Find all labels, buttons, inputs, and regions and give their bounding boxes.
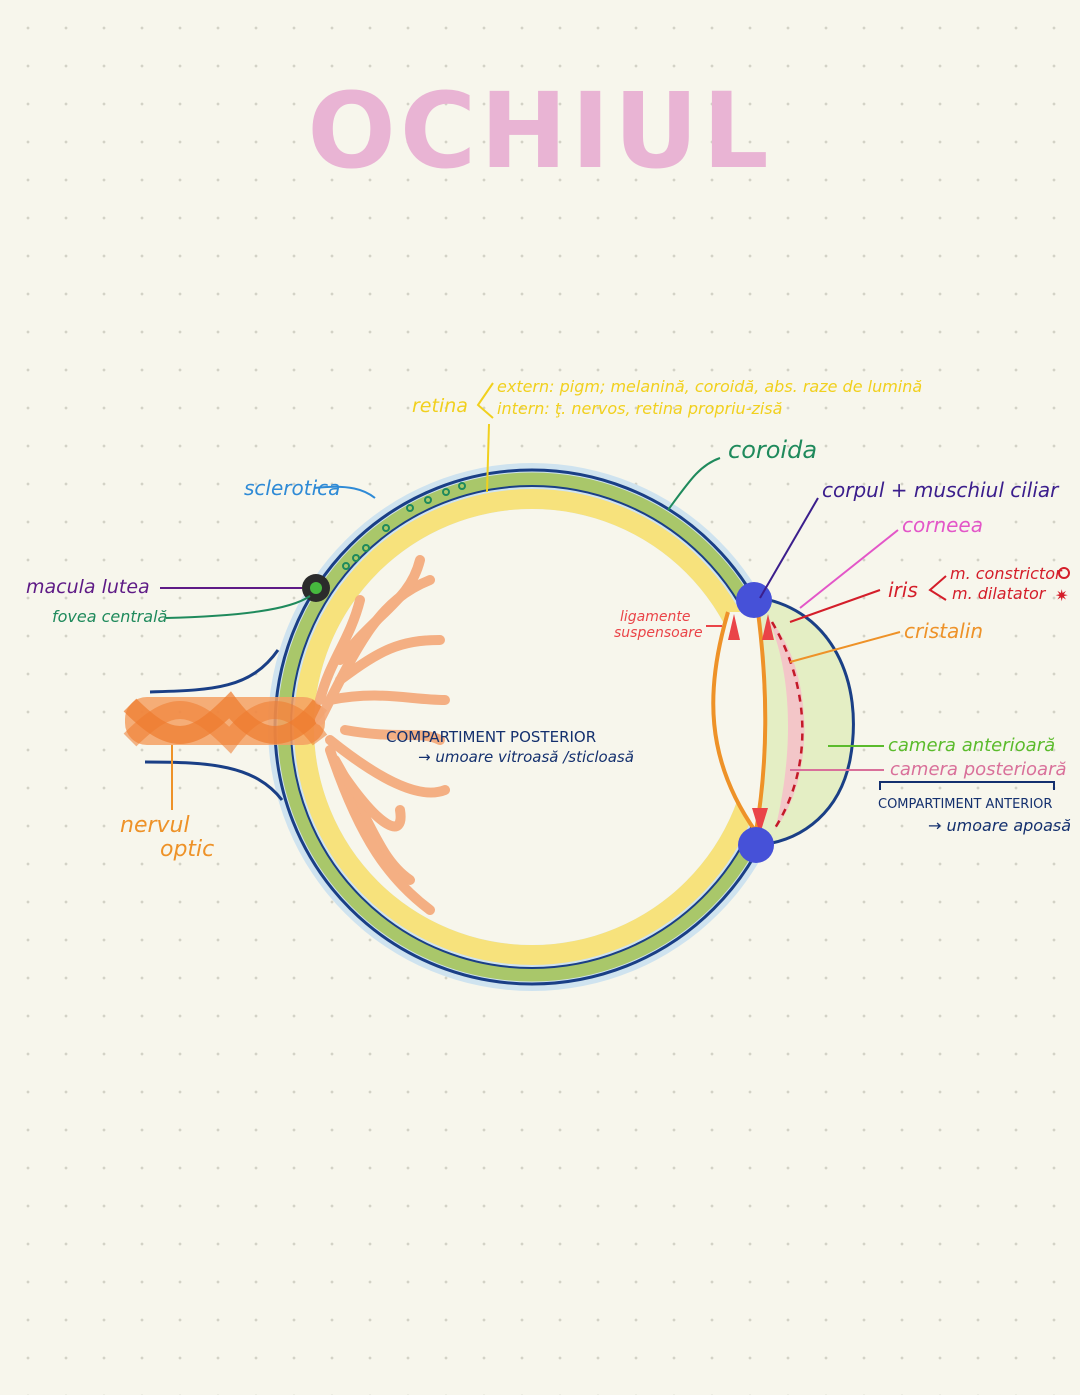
leader-ciliar: [759, 497, 819, 599]
leader-fovea: [165, 595, 311, 619]
label-sclerotica: sclerotica: [244, 476, 340, 500]
label-camera-posterioara: camera posterioară: [890, 759, 1067, 780]
label-corneea: corneea: [902, 513, 983, 537]
leader-iris-brace: [928, 575, 947, 601]
label-macula-lutea: macula lutea: [26, 576, 150, 598]
leader-cristalin: [789, 631, 901, 663]
label-coroida: coroida: [728, 436, 817, 464]
leader-retina: [486, 423, 490, 493]
dilatator-icon: ✷: [1055, 586, 1068, 605]
label-iris: iris: [888, 578, 918, 602]
label-retina: retina: [412, 395, 468, 417]
leader-retina-brace: [476, 382, 494, 419]
leader-coroida: [667, 457, 721, 511]
page-title: OCHIUL: [307, 70, 773, 192]
suspensory-ligament-bottom: [752, 808, 768, 834]
label-nervul-2: optic: [160, 837, 214, 862]
label-ligamente-1: ligamente: [620, 609, 690, 625]
pigment-marks: [342, 482, 466, 570]
label-corpul-ciliar: corpul + muschiul ciliar: [822, 478, 1060, 502]
label-fovea-centrala: fovea centrală: [52, 607, 167, 626]
label-nervul-1: nervul: [120, 813, 190, 838]
label-retina-intern: intern: ţ. nervos, retina propriu-zisă: [497, 399, 782, 418]
suspensory-ligament-top: [728, 614, 740, 640]
leader-lines: [160, 382, 1055, 810]
optic-nerve-sheath-bottom: [144, 760, 284, 801]
optic-nerve-sheath-top: [149, 649, 280, 694]
label-comp-anterior-desc: → umoare apoasă: [928, 816, 1071, 835]
label-ligamente-2: suspensoare: [614, 625, 703, 641]
retina-vessels: [315, 555, 450, 915]
iris-dashed: [770, 621, 804, 829]
vitreous-body: [314, 509, 750, 945]
optic-nerve: [123, 649, 328, 801]
label-cristalin: cristalin: [904, 619, 983, 643]
posterior-chamber: [768, 618, 805, 830]
ciliary-body-bottom: [738, 827, 774, 863]
label-comp-anterior-title: COMPARTIMENT ANTERIOR: [878, 797, 1052, 812]
leader-iris: [789, 589, 881, 623]
label-camera-anterioara: camera anterioară: [888, 735, 1055, 756]
label-comp-posterior-title: COMPARTIMENT POSTERIOR: [386, 728, 596, 746]
label-m-dilatator: m. dilatator: [952, 584, 1047, 603]
optic-nerve-twist: [123, 691, 328, 744]
label-m-constrictor: m. constrictor: [950, 564, 1063, 583]
suspensory-ligament-top-2: [762, 614, 774, 640]
constrictor-icon: [1058, 567, 1070, 579]
comp-anterior-bracket: [879, 781, 1055, 790]
optic-nerve-twist-2: [123, 701, 328, 754]
label-comp-posterior-desc: → umoare vitroasă /sticloasă: [418, 748, 634, 766]
fovea-centralis-spot: [310, 582, 322, 594]
leader-corneea: [799, 529, 899, 609]
leader-sclerotica: [313, 485, 376, 499]
cornea: [759, 596, 855, 847]
label-retina-extern: extern: pigm; melanină, coroidă, abs. ra…: [497, 377, 922, 396]
